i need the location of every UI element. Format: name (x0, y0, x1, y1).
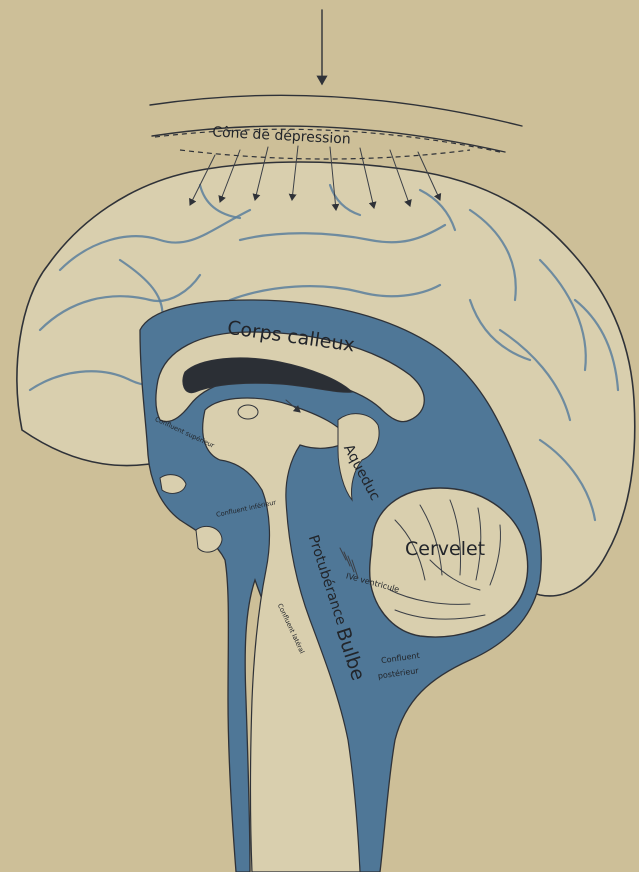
depression-cone-dashed-lower (180, 150, 470, 159)
skull-arc-outer (150, 95, 522, 126)
pituitary-lump (196, 526, 222, 552)
label-cervelet: Cervelet (405, 538, 485, 560)
cerebellum (370, 488, 528, 637)
interthalamic-adhesion (238, 405, 258, 419)
